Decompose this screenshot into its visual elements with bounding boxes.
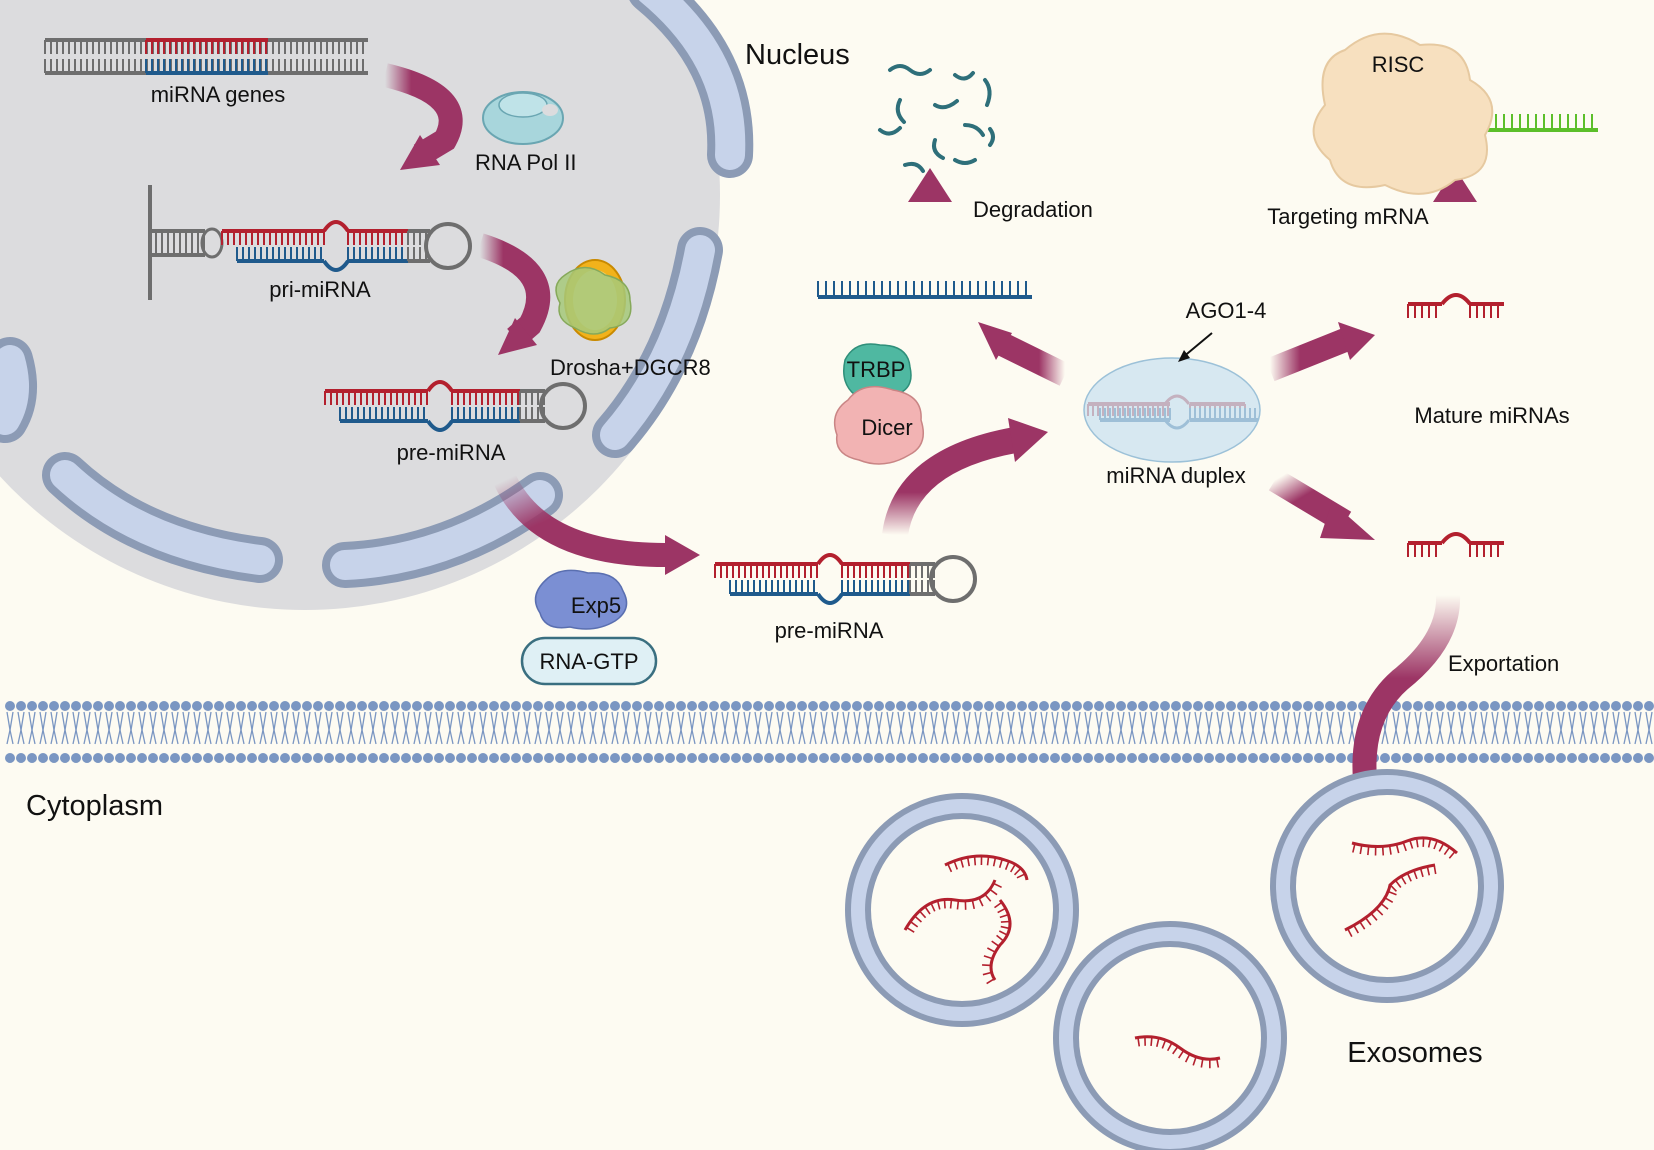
label-exosomes: Exosomes [1347, 1037, 1482, 1069]
ago-pointer-head [1178, 350, 1190, 362]
exportin5-protein [534, 569, 628, 630]
pri-mirna-structure [148, 185, 472, 300]
arrow-transcription-head [400, 135, 440, 170]
arrow-transcription [382, 63, 463, 166]
arrow-degradation-head [908, 168, 952, 202]
label-cytoplasm: Cytoplasm [26, 790, 163, 822]
mirna-gene-dna [44, 38, 368, 75]
label-pre-mirna-nucleus: pre-miRNA [397, 440, 506, 465]
label-exp5: Exp5 [571, 593, 621, 618]
degraded-rna-fragments [878, 64, 995, 173]
pre-mirna-structure-nucleus [324, 380, 587, 432]
process-arrows [382, 63, 1477, 781]
arrow-dicer [882, 427, 1018, 538]
label-exportation: Exportation [1448, 651, 1559, 676]
exosome-mirna-c [982, 899, 1012, 985]
labels: Nucleus Cytoplasm miRNA genes RNA Pol II… [26, 39, 1570, 1069]
label-pri-mirna: pri-miRNA [269, 277, 371, 302]
exosome-mirna-e [1344, 863, 1437, 937]
label-rna-gtp: RNA-GTP [540, 649, 639, 674]
exosome-mirna-a [903, 879, 1002, 933]
exosome-mirnas [903, 836, 1458, 1069]
exosomes [845, 769, 1504, 1150]
drosha-dgcr8-complex [555, 259, 632, 341]
label-rna-pol-ii: RNA Pol II [475, 150, 576, 175]
mature-mirna-lower [1407, 532, 1504, 557]
label-ago: AGO1-4 [1186, 298, 1267, 323]
arrow-exportation [1352, 594, 1461, 781]
arrow-drosha-head [498, 318, 537, 355]
arrow-mature-upper [1265, 328, 1350, 382]
risc-complex [1312, 32, 1494, 195]
arrow-mature-lower-head [1320, 502, 1375, 540]
label-trbp: TRBP [847, 357, 906, 382]
nucleus [0, 0, 754, 610]
rna-pol-ii-protein [482, 91, 564, 145]
label-dicer: Dicer [861, 415, 912, 440]
label-mirna-genes: miRNA genes [151, 82, 286, 107]
rna-gtp-badge [520, 636, 658, 686]
pre-mirna-structure-cytoplasm [714, 553, 977, 605]
exosome-mirna-f [1134, 1035, 1221, 1069]
arrow-passenger [994, 332, 1071, 386]
trbp-protein [843, 343, 912, 399]
label-drosha-dgcr8: Drosha+DGCR8 [550, 355, 711, 380]
label-degradation: Degradation [973, 197, 1093, 222]
label-nucleus: Nucleus [745, 39, 850, 71]
label-pre-mirna-cytoplasm: pre-miRNA [775, 618, 884, 643]
arrow-dicer-head [1008, 418, 1048, 462]
label-risc: RISC [1372, 52, 1425, 77]
label-mature-mirnas: Mature miRNAs [1414, 403, 1569, 428]
arrow-targeting-head [1433, 168, 1477, 202]
dicer-protein [833, 385, 924, 465]
plasma-membrane [5, 701, 1654, 763]
label-mirna-duplex: miRNA duplex [1106, 463, 1245, 488]
arrow-passenger-head [978, 322, 1012, 360]
ago-complex [1083, 357, 1261, 463]
exosome-mirna-b [944, 854, 1029, 881]
exosome-mirna-d [1351, 836, 1458, 859]
arrow-drosha [476, 233, 551, 348]
label-targeting-mrna: Targeting mRNA [1267, 204, 1429, 229]
arrow-mature-upper-head [1338, 322, 1375, 360]
ago-pointer-line [1181, 332, 1213, 359]
nucleus-interior [0, 0, 720, 610]
mature-mirna-upper [1407, 293, 1504, 318]
passenger-strand [817, 281, 1032, 299]
arrow-export5 [494, 474, 666, 567]
arrow-export5-head [665, 535, 700, 575]
